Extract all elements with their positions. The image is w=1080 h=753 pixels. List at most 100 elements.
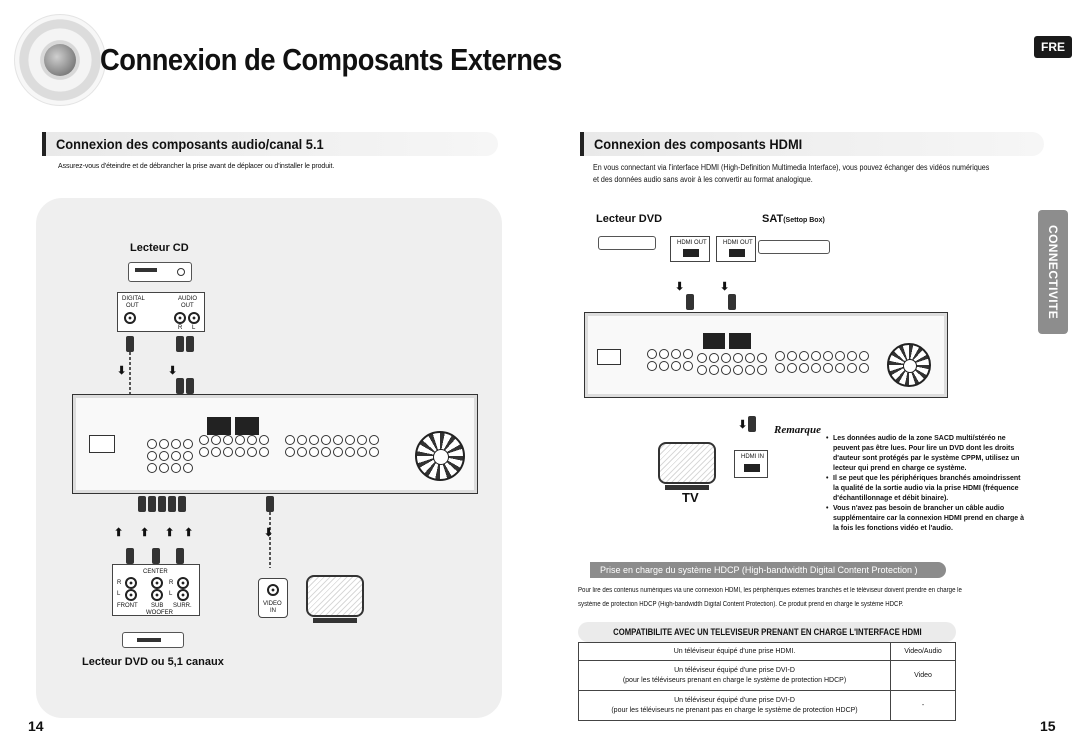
dvd-player-device	[122, 632, 184, 648]
tv-label: TV	[682, 490, 699, 505]
center-jack	[151, 577, 163, 589]
tv-hdmi-in-panel: HDMI IN	[734, 450, 768, 478]
remark-item: Vous n'avez pas besoin de brancher un câ…	[826, 504, 1028, 534]
sub-label: SUB	[151, 603, 164, 609]
down-arrow-icon: ⬇	[168, 365, 178, 377]
down-arrow-icon: ⬇	[738, 419, 748, 431]
remark-list: Les données audio de la zone SACD multi/…	[826, 434, 1028, 534]
power-socket	[597, 349, 621, 365]
woofer-label: WOOFER	[146, 610, 173, 616]
compatibility-heading: COMPATIBILITE AVEC UN TELEVISEUR PRENANT…	[578, 622, 956, 642]
receiver-out-plug	[158, 496, 166, 512]
table-row: Un téléviseur équipé d'une prise DVI-D (p…	[578, 690, 956, 721]
table-row: Un téléviseur équipé d'une prise HDMI. V…	[578, 642, 956, 661]
receiver-out-plug	[138, 496, 146, 512]
compatibility-table: Un téléviseur équipé d'une prise HDMI. V…	[578, 642, 956, 721]
dvd-plug	[152, 548, 160, 564]
sub-jack	[151, 589, 163, 601]
cd-digital-plug	[126, 336, 134, 352]
page-number-right: 15	[1040, 718, 1056, 734]
receiver-audio-plug	[176, 378, 184, 394]
down-arrow-icon: ⬇	[264, 527, 274, 539]
left-section-heading-text: Connexion des composants audio/canal 5.1	[56, 136, 324, 152]
table-cell-desc: Un téléviseur équipé d'une prise HDMI.	[578, 642, 891, 661]
receiver-out-plug	[178, 496, 186, 512]
up-arrow-icon: ⬆	[184, 527, 194, 539]
cd-audio-plug	[186, 336, 194, 352]
front-r-jack	[125, 577, 137, 589]
compatibility-heading-text: COMPATIBILITE AVEC UN TELEVISEUR PRENANT…	[612, 627, 922, 637]
hdmi-out-label: HDMI OUT	[677, 240, 707, 246]
down-arrow-icon: ⬇	[117, 365, 127, 377]
dvd-plug	[126, 548, 134, 564]
rear-jack-grid	[647, 349, 693, 371]
rear-jack-grid	[697, 353, 767, 375]
video-cable	[269, 512, 271, 568]
hdmi-port-icon	[729, 249, 745, 257]
sat-hdmi-out-panel: HDMI OUT	[716, 236, 756, 262]
hdmi-port-block	[207, 417, 231, 435]
hdmi-dvd-device	[598, 236, 656, 250]
remark-item: Les données audio de la zone SACD multi/…	[826, 434, 1028, 474]
receiver-audio-plug	[186, 378, 194, 394]
hdmi-plug	[748, 416, 756, 432]
language-badge: FRE	[1034, 36, 1072, 58]
hdmi-intro-line: et des données audio sans avoir à les co…	[593, 175, 813, 184]
table-cell-value: Video/Audio	[890, 642, 956, 661]
hdmi-intro-line: En vous connectant via l'interface HDMI …	[593, 163, 990, 172]
hdcp-paragraph: Pour lire des contenus numériques via un…	[578, 584, 1034, 612]
table-cell-value: Video	[890, 660, 956, 691]
cd-audio-l-jack	[188, 312, 200, 324]
hdmi-port-block	[703, 333, 725, 349]
up-arrow-icon: ⬆	[140, 527, 150, 539]
left-section-heading: Connexion des composants audio/canal 5.1	[42, 132, 498, 156]
table-cell-text: Un téléviseur équipé d'une prise DVI-D	[674, 696, 795, 704]
table-cell-desc: Un téléviseur équipé d'une prise DVI-D (p…	[578, 660, 891, 691]
cooling-fan-icon	[415, 431, 465, 481]
hdmi-receiver-rear	[584, 312, 948, 398]
safety-note: Assurez-vous d'éteindre et de débrancher…	[58, 163, 335, 170]
cooling-fan-icon	[887, 343, 931, 387]
receiver-out-plug	[168, 496, 176, 512]
table-row: Un téléviseur équipé d'une prise DVI-D (p…	[578, 660, 956, 691]
down-arrow-icon: ⬇	[720, 281, 730, 293]
cd-r-label: R	[178, 325, 183, 331]
table-cell-text: Un téléviseur équipé d'une prise DVI-D	[674, 666, 795, 674]
hdcp-line: Pour lire des contenus numériques via un…	[578, 587, 962, 594]
up-arrow-icon: ⬆	[165, 527, 175, 539]
table-cell-text: (pour les téléviseurs prenant en charge …	[622, 676, 847, 684]
hdmi-tv-icon	[658, 442, 716, 490]
video-in-panel: VIDEO IN	[258, 578, 288, 618]
front-l-label: L	[117, 591, 121, 597]
front-r-label: R	[117, 580, 122, 586]
hdmi-port-icon	[683, 249, 699, 257]
remark-label: Remarque	[774, 424, 822, 436]
hdcp-line: système de protection HDCP (High-bandwid…	[578, 601, 904, 608]
table-cell-text: (pour les téléviseurs ne prenant pas en …	[611, 706, 858, 714]
sat-sub-label: (Settop Box)	[783, 217, 825, 224]
power-socket	[89, 435, 115, 453]
cd-audio-out-label: OUT	[181, 303, 194, 309]
cd-audio-r-jack	[174, 312, 186, 324]
video-in-label: IN	[270, 608, 276, 614]
table-cell-text: Un téléviseur équipé d'une prise HDMI.	[673, 647, 796, 655]
hdmi-plug	[686, 294, 694, 310]
video-in-jack	[267, 584, 279, 596]
surr-l-jack	[177, 589, 189, 601]
hdmi-out-label: HDMI OUT	[723, 240, 753, 246]
tv-icon	[306, 575, 364, 623]
up-arrow-icon: ⬆	[114, 527, 124, 539]
section-side-tab: CONNECTIVITE	[1038, 210, 1068, 334]
table-cell-value: -	[890, 690, 956, 721]
cd-digital-jack	[124, 312, 136, 324]
hdcp-heading-bar: Prise en charge du système HDCP (High-ba…	[590, 562, 946, 578]
front-label: FRONT	[117, 603, 138, 609]
dvd-hdmi-out-panel: HDMI OUT	[670, 236, 710, 262]
table-cell-desc: Un téléviseur équipé d'une prise DVI-D (p…	[578, 690, 891, 721]
cd-l-label: L	[192, 325, 196, 331]
settop-box-device	[758, 240, 830, 254]
speaker-terminal-grid	[775, 351, 869, 373]
video-label: VIDEO	[263, 601, 282, 607]
surr-l-label: L	[169, 591, 173, 597]
cd-audio-plug	[176, 336, 184, 352]
